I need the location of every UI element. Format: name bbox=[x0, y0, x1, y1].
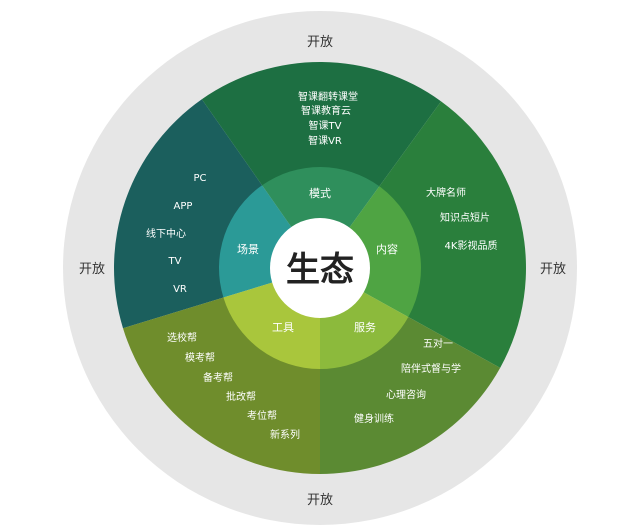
outer-segments bbox=[114, 61, 527, 474]
inner-segment-tools bbox=[223, 281, 320, 369]
tools-item: 模考帮 bbox=[185, 352, 215, 364]
service-item: 陪伴式督与学 bbox=[401, 362, 461, 375]
content-item: 知识点短片 bbox=[440, 211, 490, 224]
mode-item: 智课翻转课堂 bbox=[298, 90, 358, 103]
tools-item: 备考帮 bbox=[203, 371, 233, 384]
mode-item: 智课TV bbox=[309, 119, 342, 132]
open-label-right: 开放 bbox=[540, 262, 566, 277]
segment-label-content: 内容 bbox=[376, 242, 398, 256]
outer-segment-tools bbox=[123, 297, 320, 474]
segment-label-tools: 工具 bbox=[272, 321, 294, 334]
open-label-bottom: 开放 bbox=[307, 493, 333, 508]
segment-label-service: 服务 bbox=[354, 321, 376, 334]
scene-item: 线下中心 bbox=[146, 227, 186, 240]
outer-segment-mode bbox=[201, 61, 442, 188]
scene-item: APP bbox=[174, 201, 193, 212]
segment-label-scene: 场景 bbox=[237, 242, 259, 256]
segment-label-mode: 模式 bbox=[309, 187, 331, 200]
core-circle bbox=[270, 218, 370, 318]
open-label-top: 开放 bbox=[307, 35, 333, 50]
service-item: 五对一 bbox=[423, 337, 453, 350]
outer-segment-scene bbox=[114, 99, 263, 329]
inner-segment-mode bbox=[262, 167, 380, 232]
outer-segment-content bbox=[378, 101, 527, 368]
tools-item: 批改帮 bbox=[226, 390, 256, 403]
tools-item: 新系列 bbox=[270, 428, 300, 441]
core-label: 生态 bbox=[286, 250, 354, 290]
tools-item: 考位帮 bbox=[247, 409, 277, 422]
scene-item: PC bbox=[193, 173, 206, 184]
scene-item: VR bbox=[173, 284, 187, 295]
mode-item: 智课教育云 bbox=[301, 104, 351, 117]
mode-item: 智课VR bbox=[308, 134, 342, 147]
service-item: 健身训练 bbox=[354, 412, 394, 425]
inner-segment-scene bbox=[218, 185, 295, 298]
content-item: 4K影视品质 bbox=[445, 239, 498, 252]
open-label-left: 开放 bbox=[79, 262, 105, 277]
scene-item: TV bbox=[168, 256, 182, 267]
tools-item: 选校帮 bbox=[167, 331, 197, 344]
outer-segment-service bbox=[320, 316, 501, 474]
content-item: 大牌名师 bbox=[426, 186, 466, 199]
service-item: 心理咨询 bbox=[386, 388, 426, 401]
